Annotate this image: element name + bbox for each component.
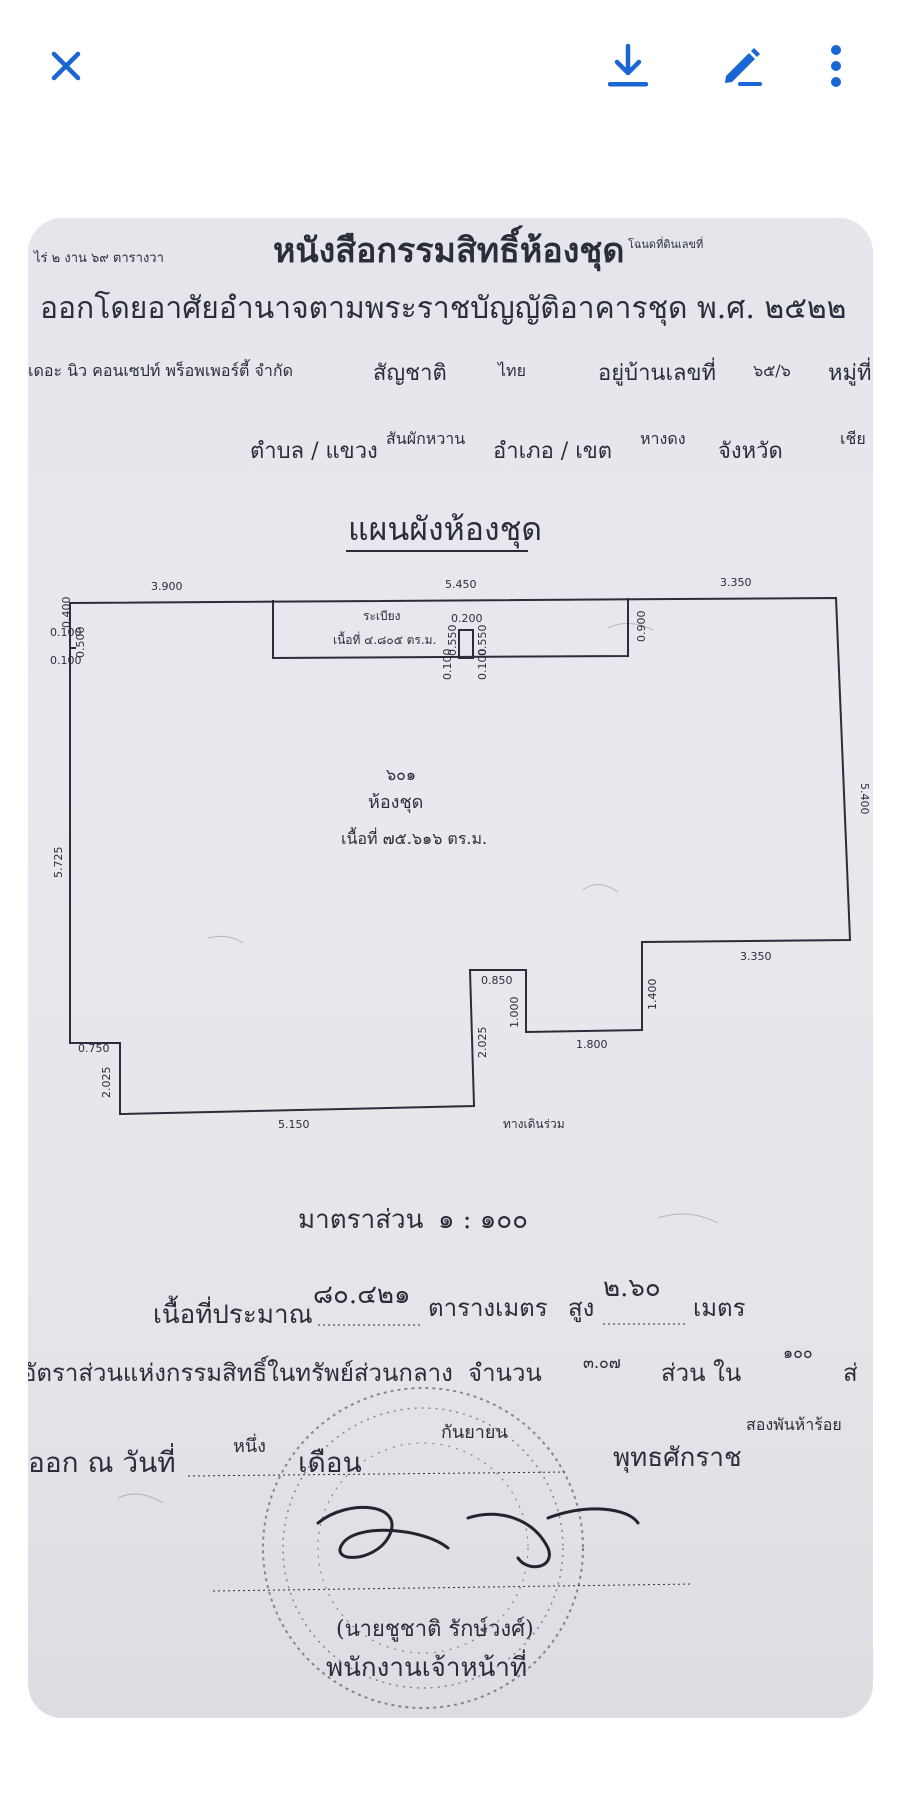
province-label: จังหวัด — [718, 439, 783, 464]
issue-label: ออก ณ วันที่ — [28, 1443, 176, 1479]
area-value: ๘๐.๔๒๑ — [313, 1280, 411, 1310]
tambon-label: ตำบล / แขวง — [250, 439, 378, 464]
owner-line: เดอะ นิว คอนเซปท์ พร็อพเพอร์ตี้ จำกัด — [28, 359, 293, 380]
dim-right-step: 3.350 — [740, 950, 772, 963]
unit-label: ห้องชุด — [368, 792, 423, 813]
edit-button[interactable] — [706, 30, 778, 102]
header-right: โฉนดที่ดินเลขที่ — [628, 236, 703, 251]
amphoe-label: อำเภอ / เขต — [493, 439, 612, 464]
dim-left-step: 0.750 — [78, 1042, 110, 1055]
address-value: ๖๕/๖ — [753, 361, 791, 380]
address-label: อยู่บ้านเลขที่ — [598, 357, 716, 386]
ratio-value: ๓.๐๗ — [583, 1353, 621, 1372]
doc-subtitle: ออกโดยอาศัยอำนาจตามพระราชบัญญัติอาคารชุด… — [40, 290, 846, 327]
officer-name: (นายชูชาติ รักษ์วงศ์) — [336, 1617, 534, 1642]
dim-bal-d: 0.100 — [441, 649, 454, 681]
dim-top-mid: 5.450 — [445, 578, 477, 591]
issue-year: สองพันห้าร้อย — [746, 1415, 842, 1434]
dim-small-c: 0.500 — [74, 627, 87, 659]
dim-bal-e: 0.100 — [476, 649, 489, 681]
ratio-part: ส่วน ใน — [661, 1359, 741, 1387]
dim-small-a: 0.400 — [60, 597, 73, 629]
area-label: เนื้อที่ประมาณ — [153, 1295, 313, 1330]
balcony-area: เนื้อที่ ๔.๘๐๕ ตร.ม. — [333, 631, 436, 647]
header-left: ไร่ ๒ งาน ๖๙ ตารางวา — [33, 250, 164, 266]
amphoe-value: หางดง — [640, 429, 686, 448]
plan-title: แผนผังห้องชุด — [348, 510, 542, 549]
nationality-label: สัญชาติ — [373, 361, 447, 386]
dim-small-d: 0.100 — [50, 654, 82, 667]
tambon-value: สันผักหวาน — [386, 429, 465, 448]
ratio-end: ส่ — [843, 1359, 858, 1387]
issue-month: กันยายน — [441, 1422, 508, 1443]
unit-number: ๖๐๑ — [386, 765, 416, 784]
download-icon — [608, 43, 648, 87]
dim-bal-a: 0.200 — [451, 612, 483, 625]
issue-day: หนึ่ง — [233, 1433, 266, 1457]
paper-texture — [117, 623, 719, 1504]
balcony-outline — [272, 598, 629, 660]
dim-top-right: 3.350 — [720, 576, 752, 589]
dim-right-side: 5.400 — [858, 783, 871, 815]
dim-left-side: 5.725 — [52, 847, 65, 879]
unit-outline — [69, 596, 852, 1116]
scale-label: มาตราส่วน — [298, 1205, 424, 1235]
ratio-total: ๑๐๐ — [783, 1343, 813, 1362]
viewer-toolbar — [0, 0, 901, 140]
height-value: ๒.๖๐ — [603, 1273, 661, 1303]
dim-notch-bottom: 1.800 — [576, 1038, 608, 1051]
dim-notch-left: 2.025 — [476, 1027, 489, 1059]
doc-title: หนังสือกรรมสิทธิ์ห้องชุด — [273, 225, 624, 272]
dim-left-step-side: 2.025 — [100, 1067, 113, 1099]
edit-icon — [725, 48, 762, 86]
dim-notch-right: 1.400 — [646, 979, 659, 1011]
more-options-button[interactable] — [800, 30, 872, 102]
era-label: พุทธศักราช — [613, 1443, 742, 1473]
dim-notch-top: 0.850 — [481, 974, 513, 987]
height-label: สูง — [568, 1294, 594, 1323]
dim-small-b: 0.100 — [50, 626, 82, 639]
signature-dots — [212, 1583, 694, 1592]
issue-dots — [187, 1471, 569, 1477]
dim-bal-right: 0.900 — [635, 611, 648, 643]
moo-label: หมู่ที่ — [828, 357, 872, 386]
download-button[interactable] — [592, 30, 664, 102]
height-unit: เมตร — [693, 1294, 746, 1322]
dim-bottom: 5.150 — [278, 1118, 310, 1131]
close-icon — [51, 51, 81, 81]
balcony-column — [458, 629, 474, 659]
handwritten-signature — [316, 1505, 640, 1569]
nationality-value: ไทย — [496, 361, 526, 380]
dim-top-left: 3.900 — [151, 580, 183, 593]
close-button[interactable] — [30, 30, 102, 102]
province-value: เชีย — [840, 429, 866, 448]
more-vert-icon — [831, 45, 841, 87]
scale-value: ๑ : ๑๐๐ — [438, 1205, 528, 1235]
officer-title: พนักงานเจ้าหน้าที่ — [326, 1649, 527, 1683]
dim-bal-c: 0.550 — [476, 625, 489, 657]
area-unit: ตารางเมตร — [428, 1294, 548, 1322]
document-image: ไร่ ๒ งาน ๖๙ ตารางวา โฉนดที่ดินเลขที่ หน… — [28, 225, 872, 1709]
document-photo[interactable]: ไร่ ๒ งาน ๖๙ ตารางวา โฉนดที่ดินเลขที่ หน… — [28, 218, 873, 1718]
dim-notch-depth: 1.000 — [508, 997, 521, 1029]
walkway-label: ทางเดินร่วม — [503, 1117, 565, 1131]
ratio-label: อัตราส่วนแห่งกรรมสิทธิ์ในทรัพย์ส่วนกลาง — [28, 1355, 453, 1387]
ratio-count-label: จำนวน — [468, 1359, 542, 1387]
balcony-label: ระเบียง — [363, 609, 401, 623]
official-seal — [262, 1387, 584, 1709]
month-label: เดือน — [298, 1446, 362, 1479]
dim-bal-b: 0.550 — [446, 625, 459, 657]
unit-area: เนื้อที่ ๗๕.๖๑๖ ตร.ม. — [341, 827, 487, 848]
floor-plan — [69, 596, 852, 1116]
